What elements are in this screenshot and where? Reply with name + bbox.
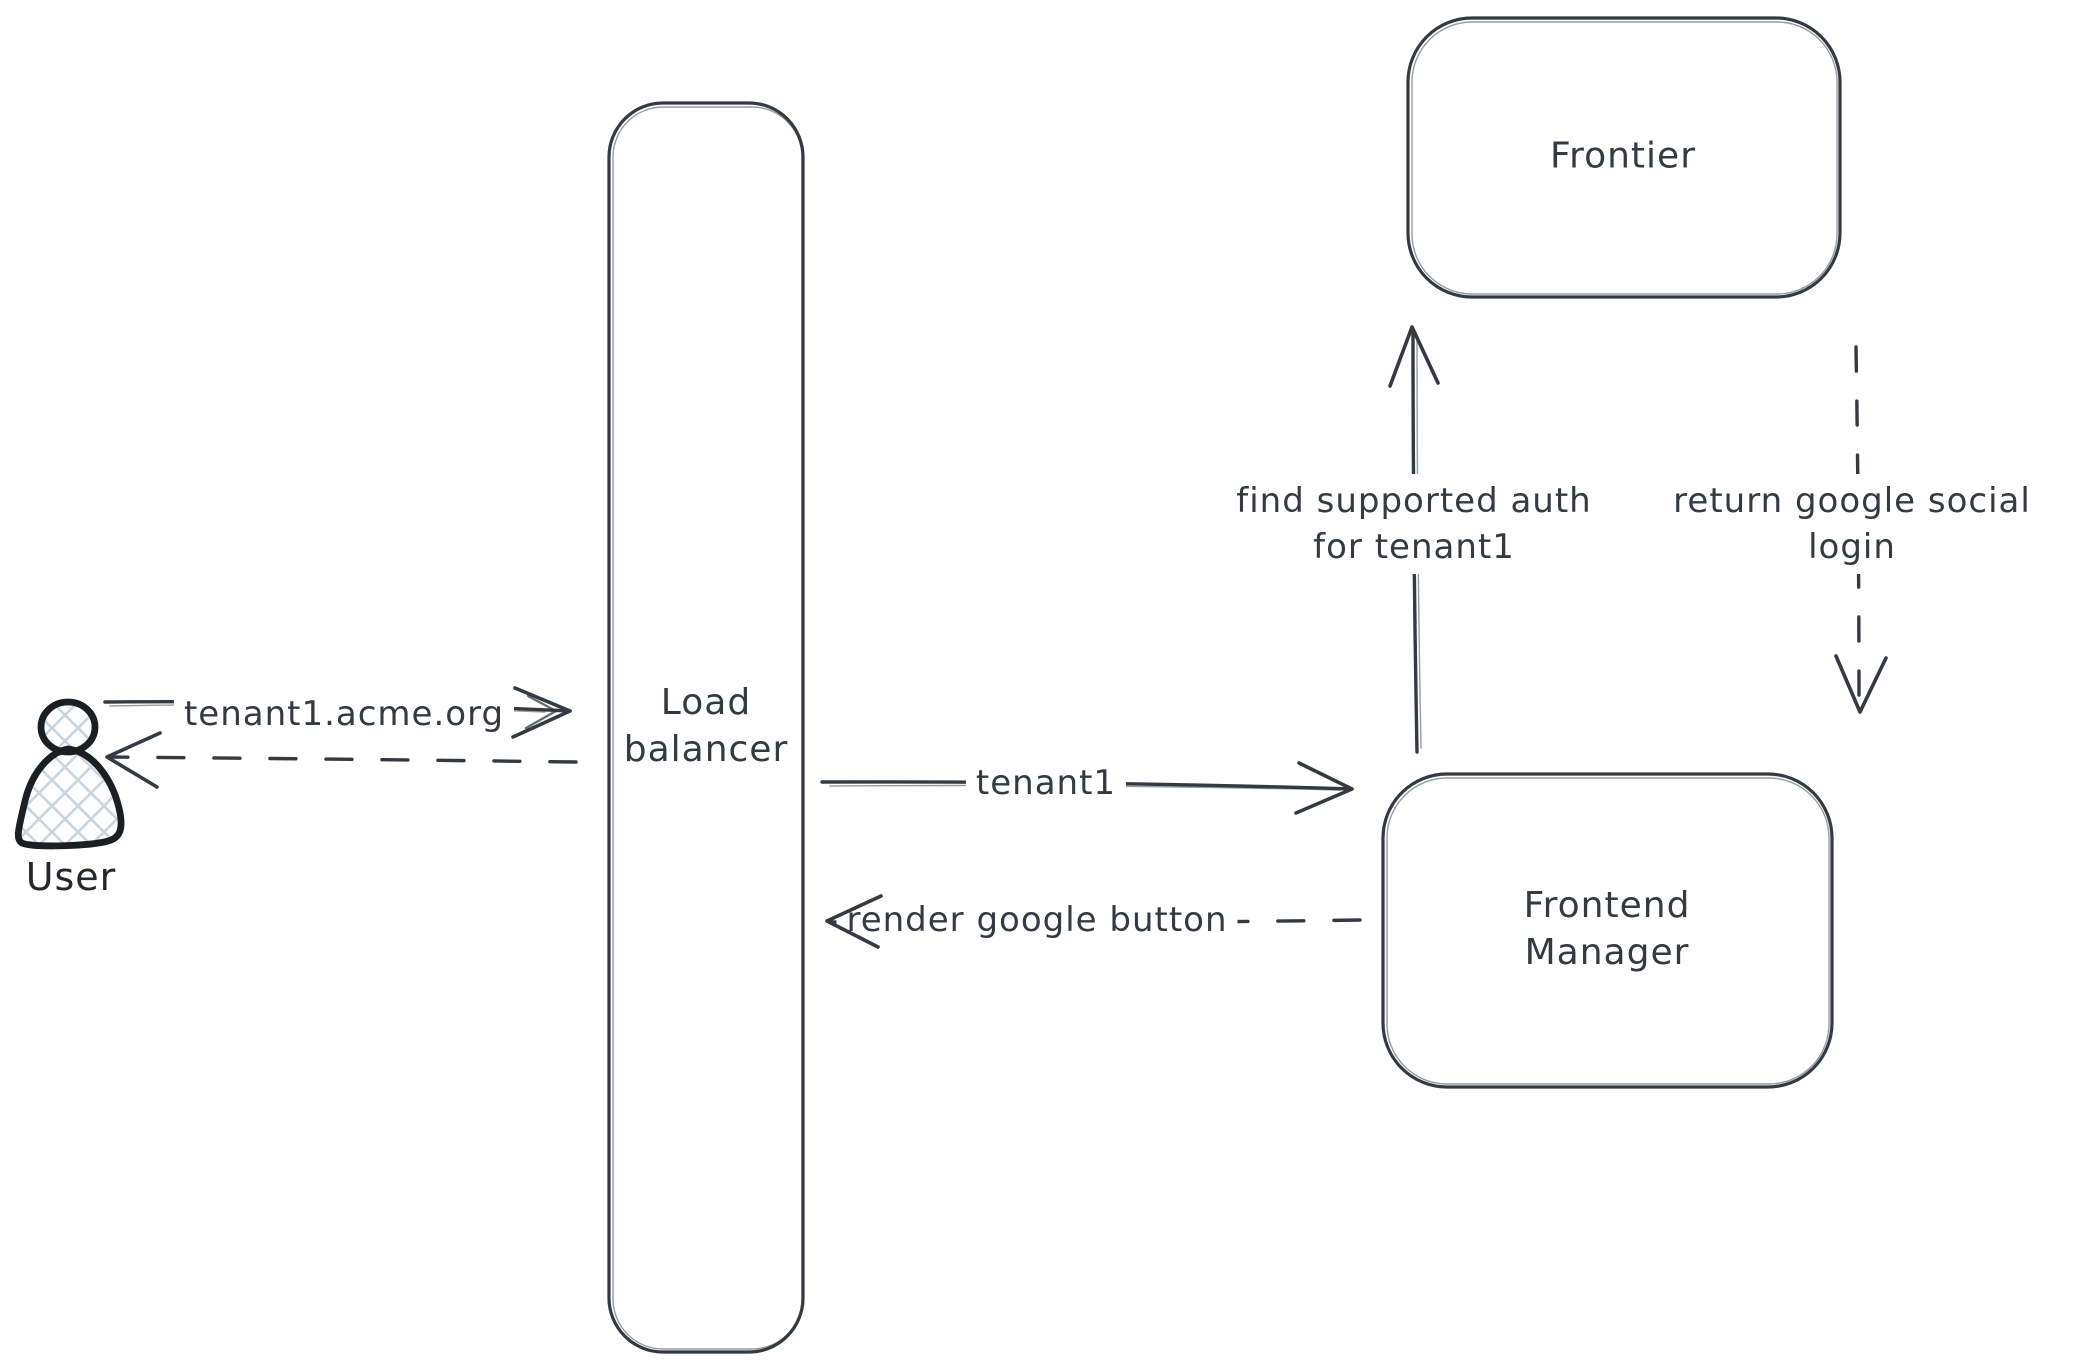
label-tenant1-acme-org: tenant1.acme.org: [173, 687, 515, 741]
arrow-lb-to-user-shaft: [110, 755, 578, 764]
label-render-google-button: render google button: [836, 893, 1238, 947]
frontier-box: [1406, 16, 1842, 299]
label-load-balancer: Load balancer: [624, 679, 789, 773]
label-find-supported-auth-line2: for tenant1: [1313, 527, 1515, 567]
label-find-supported-auth: find supported auth for tenant1: [1226, 474, 1602, 574]
label-frontend-manager-line2: Manager: [1524, 932, 1690, 973]
user-body: [14, 745, 125, 850]
label-frontier: Frontier: [1549, 135, 1697, 177]
user-head: [37, 698, 99, 756]
label-return-google-social-line2: login: [1808, 527, 1896, 567]
label-return-google-social-line1: return google social: [1673, 481, 2031, 521]
label-return-google-social: return google social login: [1663, 474, 2041, 574]
label-tenant1: tenant1: [965, 756, 1127, 810]
label-find-supported-auth-line1: find supported auth: [1236, 481, 1592, 521]
load-balancer-box: [607, 101, 805, 1354]
frontend-manager-box: [1381, 772, 1834, 1089]
label-user: User: [25, 855, 117, 899]
label-frontend-manager: Frontend Manager: [1524, 882, 1691, 976]
label-load-balancer-line2: balancer: [623, 729, 789, 770]
label-frontend-manager-line1: Frontend: [1523, 885, 1691, 926]
label-load-balancer-line1: Load: [660, 682, 752, 723]
user-figure: [14, 698, 125, 850]
